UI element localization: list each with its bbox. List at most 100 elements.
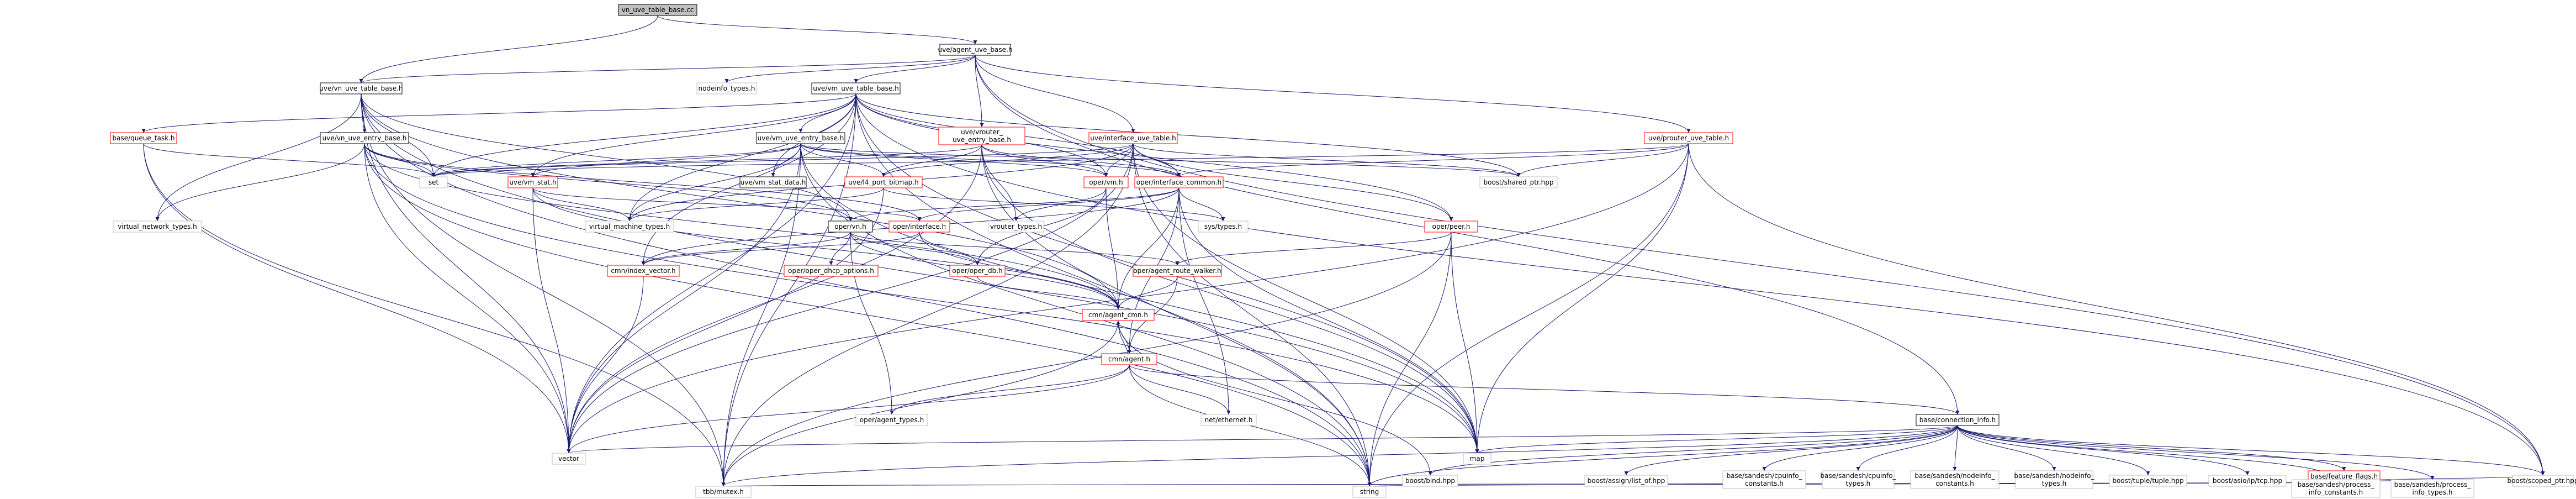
node-oper-peer[interactable]: oper/peer.h xyxy=(1424,220,1478,233)
node-queue-task[interactable]: base/queue_task.h xyxy=(110,132,177,144)
node-cpuinfo-types[interactable]: base/sandesh/cpuinfo_types.h xyxy=(1820,470,1897,489)
edge-root-to-vn-uve-table-base xyxy=(359,15,658,83)
edge-connection-info-to-map xyxy=(1475,425,1958,454)
node-boost-tuple[interactable]: boost/tuple/tuple.hpp xyxy=(2109,475,2187,487)
node-box xyxy=(1133,265,1222,277)
node-process-info-constants[interactable]: base/sandesh/process_info_constants.h xyxy=(2291,479,2381,498)
edge-vm-uve-entry-base-to-interface-common xyxy=(800,143,1181,177)
node-vm-stat-data[interactable]: uve/vm_stat_data.h xyxy=(739,176,807,188)
node-oper-vm[interactable]: oper/vm.h xyxy=(1083,176,1129,188)
edge-queue-task-to-tbb-mutex xyxy=(143,143,726,487)
edge-vm-stat-to-virtual-machine-types xyxy=(532,187,632,222)
node-prouter-uve-table[interactable]: uve/prouter_uve_table.h xyxy=(1644,132,1733,144)
edge-vrouter-uve-entry-base-to-l4-port-bitmap xyxy=(881,144,982,177)
node-label: boost/bind.hpp xyxy=(1405,477,1455,485)
node-interface-uve-table[interactable]: uve/interface_uve_table.h xyxy=(1088,132,1178,144)
node-set[interactable]: set xyxy=(419,176,448,188)
node-label: oper/agent_types.h xyxy=(860,416,924,424)
node-boost-scoped-ptr[interactable]: boost/scoped_ptr.hpp xyxy=(2508,475,2576,487)
node-box xyxy=(507,176,558,188)
node-map[interactable]: map xyxy=(1463,453,1491,465)
node-label: boost/tuple/tuple.hpp xyxy=(2112,477,2183,485)
node-label: boost/shared_ptr.hpp xyxy=(1484,178,1554,186)
edge-vrouter-uve-entry-base-to-string xyxy=(981,144,1372,487)
edge-queue-task-to-set xyxy=(143,143,436,177)
edge-agent-uve-base-to-interface-uve-table xyxy=(975,55,1135,133)
node-cmn-agent[interactable]: cmn/agent.h xyxy=(1101,353,1157,365)
edge-vn-uve-entry-base-to-string xyxy=(364,143,1372,487)
node-interface-common[interactable]: oper/interface_common.h xyxy=(1134,176,1224,188)
node-root[interactable]: vn_uve_table_base.cc xyxy=(618,4,697,16)
node-vector[interactable]: vector xyxy=(552,453,586,465)
edge-vn-uve-entry-base-to-set xyxy=(364,143,436,177)
node-box xyxy=(1083,176,1129,188)
node-virtual-network-types[interactable]: virtual_network_types.h xyxy=(113,220,202,233)
node-vm-uve-table-base[interactable]: uve/vm_uve_table_base.h xyxy=(811,82,901,94)
node-oper-dhcp-options[interactable]: oper/oper_dhcp_options.h xyxy=(784,265,879,277)
edge-prouter-uve-table-to-boost-scoped-ptr xyxy=(1688,143,2545,476)
edge-vn-uve-table-base-to-oper-vn xyxy=(361,93,853,222)
edge-oper-vn-to-oper-db xyxy=(850,232,980,266)
node-boost-asio-ip-tcp[interactable]: boost/asio/ip/tcp.hpp xyxy=(2208,475,2287,487)
node-oper-db[interactable]: oper/oper_db.h xyxy=(949,265,1006,277)
node-label: uve/prouter_uve_table.h xyxy=(1648,134,1729,142)
node-vn-uve-table-base[interactable]: uve/vn_uve_table_base.h xyxy=(319,82,403,94)
edge-vm-uve-table-base-to-boost-scoped-ptr xyxy=(855,93,2545,476)
node-box xyxy=(1134,176,1224,188)
node-box xyxy=(607,265,680,277)
node-box xyxy=(1910,470,2000,489)
node-agent-types[interactable]: oper/agent_types.h xyxy=(855,414,928,426)
node-virtual-machine-types[interactable]: virtual_machine_types.h xyxy=(585,220,674,233)
node-index-vector[interactable]: cmn/index_vector.h xyxy=(607,265,680,277)
node-nodeinfo-types[interactable]: nodeinfo_types.h xyxy=(696,82,757,94)
node-connection-info[interactable]: base/connection_info.h xyxy=(1916,414,2000,426)
edge-agent-cmn-to-boost-bind xyxy=(1118,320,1432,476)
node-label: uve/vm_uve_entry_base.h xyxy=(758,134,844,142)
node-tbb-mutex[interactable]: tbb/mutex.h xyxy=(695,486,752,498)
node-vrouter-uve-entry-base[interactable]: uve/vrouter_uve_entry_base.h xyxy=(938,127,1025,145)
node-boost-assign[interactable]: boost/assign/list_of.hpp xyxy=(1584,475,1668,487)
node-agent-uve-base[interactable]: uve/agent_uve_base.h xyxy=(938,44,1013,56)
edge-vm-uve-table-base-to-set xyxy=(431,93,856,177)
node-label: base/connection_info.h xyxy=(1919,416,1996,424)
node-vm-stat[interactable]: uve/vm_stat.h xyxy=(507,176,558,188)
edge-vrouter-uve-entry-base-to-vrouter-types xyxy=(981,144,1018,222)
edge-interface-common-to-net-ethernet xyxy=(1178,187,1231,415)
node-agent-route-walker[interactable]: oper/agent_route_walker.h xyxy=(1133,265,1222,277)
edge-oper-vn-to-agent-route-walker xyxy=(850,232,1179,266)
node-label: uve/vn_uve_table_base.h xyxy=(319,85,403,92)
edge-interface-uve-table-to-string xyxy=(1133,143,1372,487)
node-box xyxy=(320,132,409,144)
edge-oper-interface-to-agent-cmn xyxy=(919,232,1120,310)
node-agent-cmn[interactable]: cmn/agent_cmn.h xyxy=(1082,309,1155,321)
node-box xyxy=(2208,475,2287,487)
node-vrouter-types[interactable]: vrouter_types.h xyxy=(988,220,1044,233)
node-nodeinfo-constants[interactable]: base/sandesh/nodeinfo_constants.h xyxy=(1910,470,2000,489)
node-feature-flags[interactable]: base/feature_flags.h xyxy=(2308,470,2381,482)
node-box xyxy=(1088,132,1178,144)
node-l4-port-bitmap[interactable]: uve/l4_port_bitmap.h xyxy=(844,176,923,188)
node-process-info-types[interactable]: base/sandesh/process_info_types.h xyxy=(2390,479,2474,498)
node-cpuinfo-constants[interactable]: base/sandesh/cpuinfo_constants.h xyxy=(1722,470,1806,489)
edge-agent-uve-base-to-vn-uve-table-base xyxy=(359,55,976,83)
node-sys-types[interactable]: sys/types.h xyxy=(1198,220,1249,233)
node-vn-uve-entry-base[interactable]: uve/vn_uve_entry_base.h xyxy=(320,132,409,144)
edge-vn-uve-table-base-to-vector xyxy=(361,93,571,454)
node-label: uve/vrouter_uve_entry_base.h xyxy=(953,128,1011,144)
node-box xyxy=(811,82,901,94)
edge-vm-uve-entry-base-to-vector xyxy=(567,143,801,454)
node-boost-bind[interactable]: boost/bind.hpp xyxy=(1402,475,1458,487)
node-oper-interface[interactable]: oper/interface.h xyxy=(888,220,950,233)
node-string[interactable]: string xyxy=(1352,486,1387,498)
node-box xyxy=(2109,475,2187,487)
node-oper-vn[interactable]: oper/vn.h xyxy=(828,220,873,233)
node-label: boost/assign/list_of.hpp xyxy=(1588,477,1665,485)
edge-connection-info-to-nodeinfo-constants xyxy=(1953,425,1958,471)
node-vm-uve-entry-base[interactable]: uve/vm_uve_entry_base.h xyxy=(756,132,845,144)
node-net-ethernet[interactable]: net/ethernet.h xyxy=(1200,414,1257,426)
node-sandesh-nodeinfo-types[interactable]: base/sandesh/nodeinfo_types.h xyxy=(2014,470,2095,489)
node-boost-shared-ptr[interactable]: boost/shared_ptr.hpp xyxy=(1479,176,1558,188)
edge-agent-uve-base-to-vm-uve-table-base xyxy=(854,55,976,83)
node-box xyxy=(113,220,202,233)
node-box xyxy=(949,265,1006,277)
